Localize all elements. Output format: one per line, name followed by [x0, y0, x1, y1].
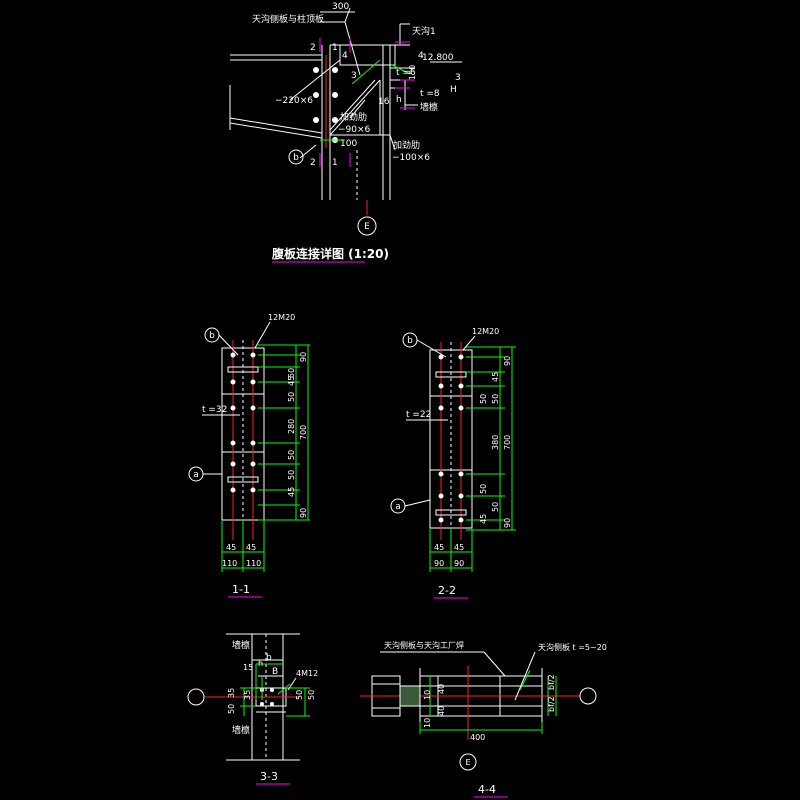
dim-inner-5: 50 — [287, 450, 296, 460]
dim-left-1: 10 — [423, 690, 432, 700]
dim-inner-7: 45 — [479, 514, 488, 524]
dim-inner-3: 50 — [479, 394, 488, 404]
dim-inner-1: 45 — [287, 376, 296, 386]
plate-220-label: −220×6 — [275, 96, 313, 106]
web-connection-detail: E b 300 天沟侧板与柱顶板 天沟1 12.800 −220×6 加劲肋 −… — [229, 2, 462, 263]
detail-title: 腹板连接详图 (1:20) — [272, 246, 389, 261]
gutter-plate-note: 天沟侧板与柱顶板 — [252, 13, 324, 25]
stiffener1-size: −90×6 — [338, 125, 371, 135]
note-welding: 天沟侧板与天沟工厂焊 — [384, 640, 464, 650]
callout-b: b — [209, 331, 215, 341]
section-title: 3-3 — [260, 770, 278, 783]
gutter-label: 天沟1 — [412, 25, 436, 37]
section-mark-4a: 4 — [342, 51, 348, 61]
bolts-label: 12M20 — [268, 313, 295, 322]
section-title: 4-4 — [478, 783, 496, 796]
note-gutter-plate: 天沟侧板 t =5~20 — [538, 642, 607, 652]
dim-right-2: 50 — [307, 690, 316, 700]
dim-right-2: bf/2 — [547, 696, 556, 712]
section-mark-3a: 3 — [351, 71, 357, 81]
bolts-label: 12M20 — [472, 327, 499, 336]
section-mark-2a: 2 — [310, 43, 316, 53]
dim-bottom-2: 110 — [246, 559, 261, 568]
section-title: 1-1 — [232, 583, 250, 596]
B-label: B — [272, 667, 278, 677]
dim-100: 100 — [340, 139, 357, 149]
dim-inner-5: 50 — [479, 484, 488, 494]
dim-bottom-top-1: 45 — [434, 543, 444, 552]
elevation-label: 12.800 — [422, 53, 454, 63]
bolts-label: 4M12 — [296, 669, 318, 678]
b-label: b — [266, 653, 272, 663]
h-label: h — [396, 95, 402, 105]
dim-inner-7: 45 — [287, 487, 296, 497]
dim-left-2: 50 — [227, 704, 236, 714]
dim-outer-3: 90 — [503, 518, 512, 528]
dim-outer-2: 700 — [503, 435, 512, 450]
dim-300: 300 — [332, 2, 349, 12]
dim-inner-2: 50 — [491, 394, 500, 404]
dim-right-1: 50 — [295, 690, 304, 700]
dim-15: 15 — [243, 663, 253, 672]
section-mark-3b: 3 — [455, 73, 461, 83]
dim-bottom-top-1: 45 — [226, 543, 236, 552]
section-mark-4b: 4 — [418, 51, 424, 61]
section-3-3: 墙檩 墙檩 4M12 b B h 15 35 50 35 50 50 3-3 — [187, 633, 318, 785]
axis-e-label: E — [465, 758, 470, 767]
axis-e-label: E — [364, 222, 370, 232]
dim-left-1: 35 — [227, 688, 236, 698]
dim-inner-4: 280 — [287, 419, 296, 434]
dim-bottom-1: 90 — [434, 559, 444, 568]
dim-outer-3: 90 — [299, 508, 308, 518]
dim-left-3: 35 — [243, 690, 252, 700]
dim-150: 150 — [408, 65, 417, 80]
dim-bottom-1: 110 — [222, 559, 237, 568]
dim-left-3: 40 — [437, 706, 446, 716]
t6-label: t =6 — [396, 68, 416, 78]
dim-inner-6: 50 — [491, 502, 500, 512]
dim-inner-6: 50 — [287, 470, 296, 480]
H-label: H — [450, 85, 457, 95]
dim-400: 400 — [470, 733, 485, 742]
dim-inner-1: 45 — [491, 372, 500, 382]
dim-bottom-top-2: 45 — [454, 543, 464, 552]
thickness-label: t =22 — [406, 410, 431, 420]
stiffener2-label: 加劲肋 — [393, 139, 420, 151]
purlin-top: 墙檩 — [232, 639, 250, 651]
stiffener1-label: 加劲肋 — [340, 111, 367, 123]
dim-inner-3: 50 — [287, 368, 296, 378]
dim-inner-2: 50 — [287, 392, 296, 402]
section-4-4: E 天沟侧板与天沟工厂焊 天沟侧板 t =5~20 10 40 40 10 bf… — [360, 640, 607, 798]
callout-a: a — [395, 502, 401, 512]
callout-b: b — [407, 336, 413, 346]
section-mark-1a: 1 — [332, 43, 338, 53]
h-label: h — [258, 659, 263, 668]
t8-label: t =8 — [420, 89, 440, 99]
dim-left-4: 10 — [423, 718, 432, 728]
thickness-label: t =32 — [202, 405, 227, 415]
purlin-bottom: 墙檩 — [232, 724, 250, 736]
section-2-2: 45 50 50 380 50 50 45 90 700 90 45 45 90… — [390, 327, 516, 599]
dim-16: 16 — [378, 97, 390, 107]
purlin-label: 墙檩 — [420, 101, 438, 113]
section-mark-2b: 2 — [310, 158, 316, 168]
stiffener2-size: −100×6 — [392, 153, 430, 163]
callout-a: a — [193, 470, 199, 480]
dim-bottom-2: 90 — [454, 559, 464, 568]
dim-outer-1: 90 — [503, 356, 512, 366]
section-mark-1b: 1 — [332, 158, 338, 168]
section-1-1: 45 50 50 280 50 50 45 90 700 90 45 45 11… — [188, 313, 310, 598]
dim-left-2: 40 — [437, 684, 446, 694]
dim-right-1: bf/2 — [547, 674, 556, 690]
callout-b: b — [293, 153, 299, 163]
dim-outer-2: 700 — [299, 425, 308, 440]
dim-outer-1: 90 — [299, 352, 308, 362]
dim-inner-4: 380 — [491, 435, 500, 450]
section-title: 2-2 — [438, 584, 456, 597]
dim-bottom-top-2: 45 — [246, 543, 256, 552]
